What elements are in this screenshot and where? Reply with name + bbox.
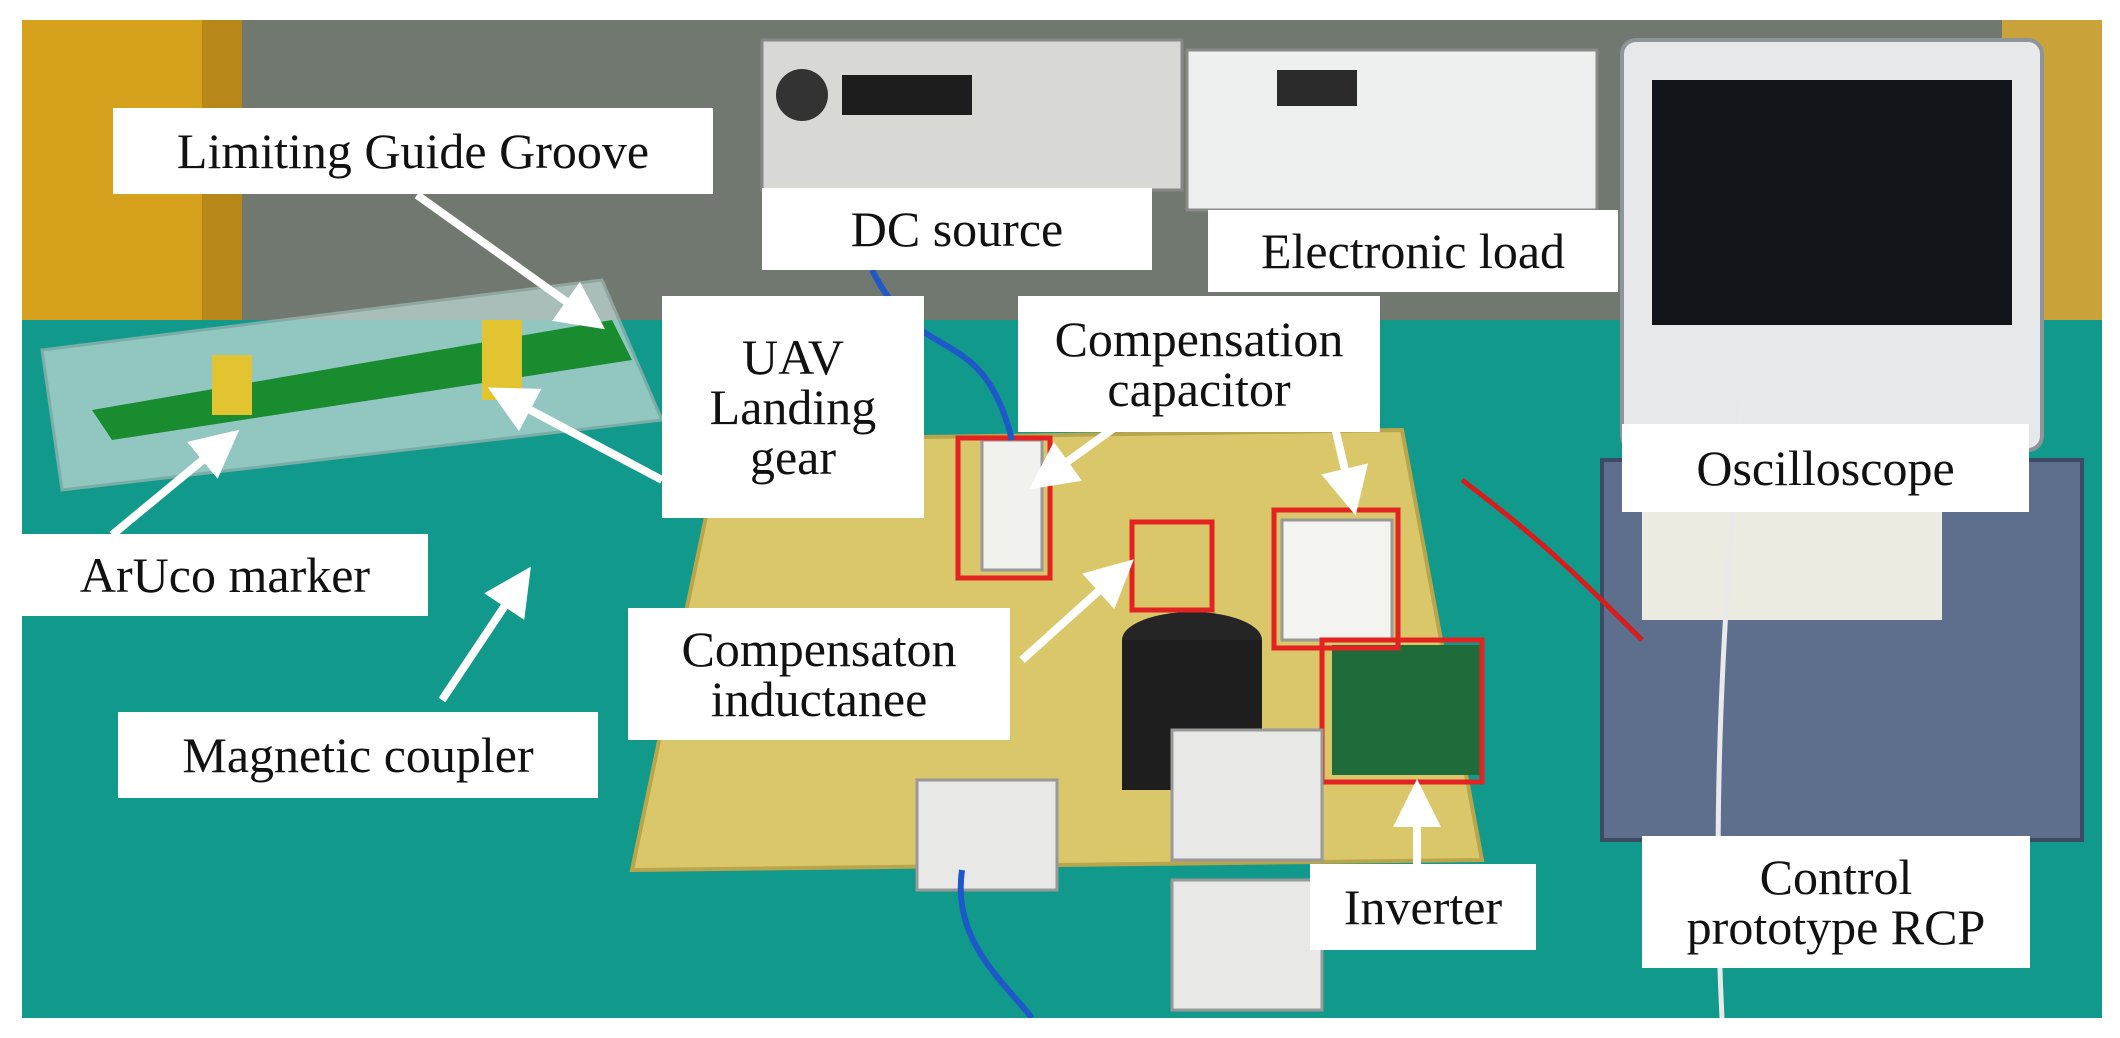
label-compensation-inductance: Compensaton inductanee xyxy=(628,608,1010,740)
circuit-breaker-upper xyxy=(1170,728,1324,862)
label-compensation-capacitor: Compensation capacitor xyxy=(1018,296,1380,432)
label-oscilloscope: Oscilloscope xyxy=(1622,424,2029,512)
arrow-magnetic-coupler xyxy=(438,566,531,703)
electronic-load-device xyxy=(1185,48,1599,212)
compensation-capacitor-component xyxy=(980,438,1044,572)
capacitor-bank-component xyxy=(1280,518,1394,642)
electronic-load-display xyxy=(1277,70,1357,106)
label-inverter: Inverter xyxy=(1310,864,1536,950)
label-aruco-marker: ArUco marker xyxy=(22,534,428,616)
dc-source-knob xyxy=(776,69,828,121)
arrow-guide-groove xyxy=(414,191,606,330)
label-magnetic-coupler: Magnetic coupler xyxy=(118,712,598,798)
rcp-top-module xyxy=(1642,500,1942,620)
label-electronic-load: Electronic load xyxy=(1208,210,1618,292)
arrow-aruco xyxy=(109,429,240,539)
capacitor-highlight-box xyxy=(955,435,1053,581)
arrow-landing-gear xyxy=(487,387,664,484)
inverter-component xyxy=(1332,645,1482,775)
label-uav-landing-gear: UAV Landing gear xyxy=(662,296,924,518)
yellow-guide-right xyxy=(482,320,522,400)
circuit-breaker-lower xyxy=(1170,878,1324,1012)
arrow-comp-inductance xyxy=(1019,559,1134,663)
terminal-block xyxy=(915,778,1059,892)
label-dc-source: DC source xyxy=(762,188,1152,270)
yellow-guide-left xyxy=(212,355,252,415)
photo-scene xyxy=(22,20,2102,1018)
lab-setup-photo xyxy=(22,20,2102,1018)
dc-source-device xyxy=(760,38,1184,192)
blue-cable xyxy=(957,869,1035,1018)
oscilloscope-screen xyxy=(1652,80,2012,325)
dc-source-display xyxy=(842,75,972,115)
label-limiting-guide-groove: Limiting Guide Groove xyxy=(113,108,713,194)
label-control-prototype-rcp: Control prototype RCP xyxy=(1642,836,2030,968)
red-cable xyxy=(1460,478,1644,642)
